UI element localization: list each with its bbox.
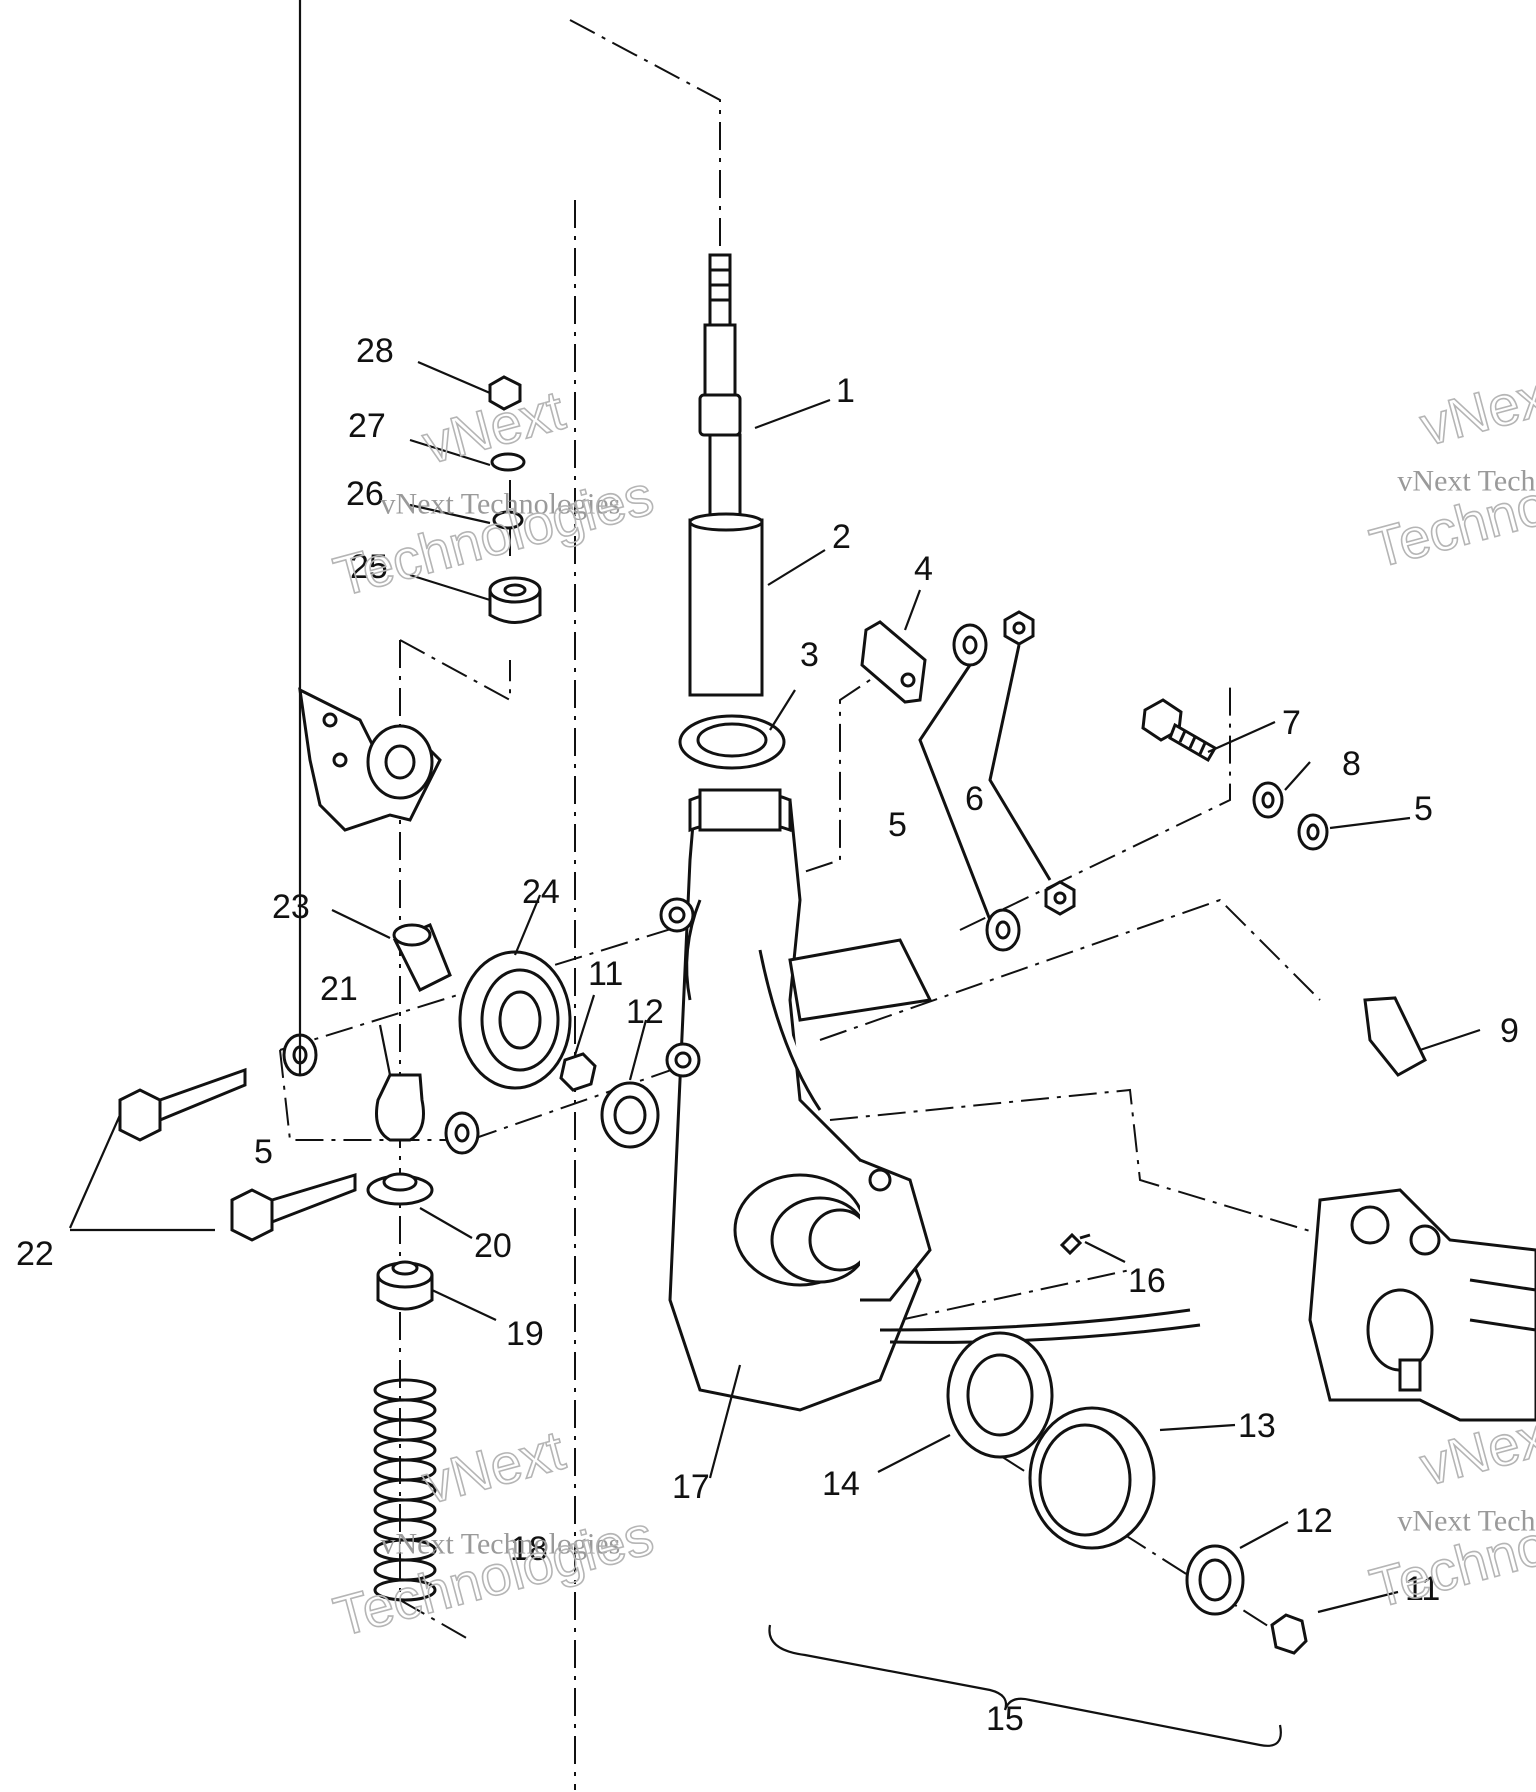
left-hardware — [118, 923, 660, 1311]
watermark-brand-large-bottom: Technologies — [1364, 434, 1536, 579]
label-part-13: 13 — [1238, 1407, 1276, 1445]
label-part-11-right: 11 — [1405, 1570, 1440, 1608]
part-2-tube — [688, 512, 764, 697]
watermark-upper-right: vNext vNext Technologies Technologies — [1363, 359, 1536, 581]
label-part-5-upper: 5 — [888, 806, 907, 844]
label-part-11-left: 11 — [588, 955, 623, 993]
part-17-knuckle-housing — [659, 788, 933, 1412]
part-labels: 1 2 3 4 5 6 7 8 5 9 5 28 27 26 25 23 24 … — [16, 332, 1519, 1738]
label-part-1: 1 — [836, 372, 855, 410]
watermark-brand-large: vNext — [416, 1418, 571, 1516]
label-part-17: 17 — [672, 1468, 710, 1506]
leader-lines — [68, 0, 1481, 1747]
label-part-12-left: 12 — [626, 993, 664, 1031]
label-part-8: 8 — [1342, 745, 1361, 783]
watermark-brand-large-bottom: Technologies — [1364, 1474, 1536, 1619]
watermark-brand-small: vNext Technologies — [1397, 1504, 1536, 1537]
top-hardware-stack — [488, 375, 542, 624]
label-part-14: 14 — [822, 1465, 860, 1503]
label-part-24: 24 — [522, 873, 560, 911]
label-part-3: 3 — [800, 636, 819, 674]
label-part-18: 18 — [510, 1530, 548, 1568]
watermark-lower-left: vNext vNext Technologies Technologies — [327, 1417, 661, 1649]
label-part-9: 9 — [1500, 1012, 1519, 1050]
bearing-stack — [946, 1331, 1308, 1655]
label-part-25: 25 — [350, 548, 388, 586]
watermark-brand-small: vNext Technologies — [1397, 464, 1536, 497]
part-3-ring — [678, 714, 786, 770]
label-part-20: 20 — [474, 1227, 512, 1265]
label-part-7: 7 — [1282, 704, 1301, 742]
label-part-6: 6 — [965, 780, 984, 818]
part-7-bolt — [1141, 698, 1329, 851]
washers-and-nuts — [918, 610, 1076, 952]
label-part-12-right: 12 — [1295, 1502, 1333, 1540]
label-part-5-left: 5 — [254, 1133, 273, 1171]
reference-lines — [279, 19, 1341, 1790]
label-part-23: 23 — [272, 888, 310, 926]
watermark-brand-small: vNext Technologies — [380, 1528, 620, 1561]
label-part-22: 22 — [16, 1235, 54, 1273]
part-4-bracket — [860, 620, 927, 704]
label-part-16: 16 — [1128, 1262, 1166, 1300]
label-part-26: 26 — [346, 475, 384, 513]
watermark-brand-large: vNext — [1414, 360, 1536, 458]
label-part-27: 27 — [348, 407, 386, 445]
label-part-19: 19 — [506, 1315, 544, 1353]
part-18-spring — [373, 1378, 437, 1602]
watermark-brand-small: vNext Technologies — [380, 488, 620, 521]
label-part-21: 21 — [320, 970, 358, 1008]
label-part-2: 2 — [832, 518, 851, 556]
label-part-15: 15 — [986, 1700, 1024, 1738]
upper-mount-bracket — [298, 687, 442, 832]
part-16-sensor — [879, 1232, 1201, 1344]
label-part-28: 28 — [356, 332, 394, 370]
label-part-5-right: 5 — [1414, 790, 1433, 828]
part-9-pad — [1363, 996, 1427, 1077]
label-part-4: 4 — [914, 550, 933, 588]
part-1-spindle-shaft — [698, 253, 742, 527]
brake-caliper — [1308, 1188, 1536, 1422]
